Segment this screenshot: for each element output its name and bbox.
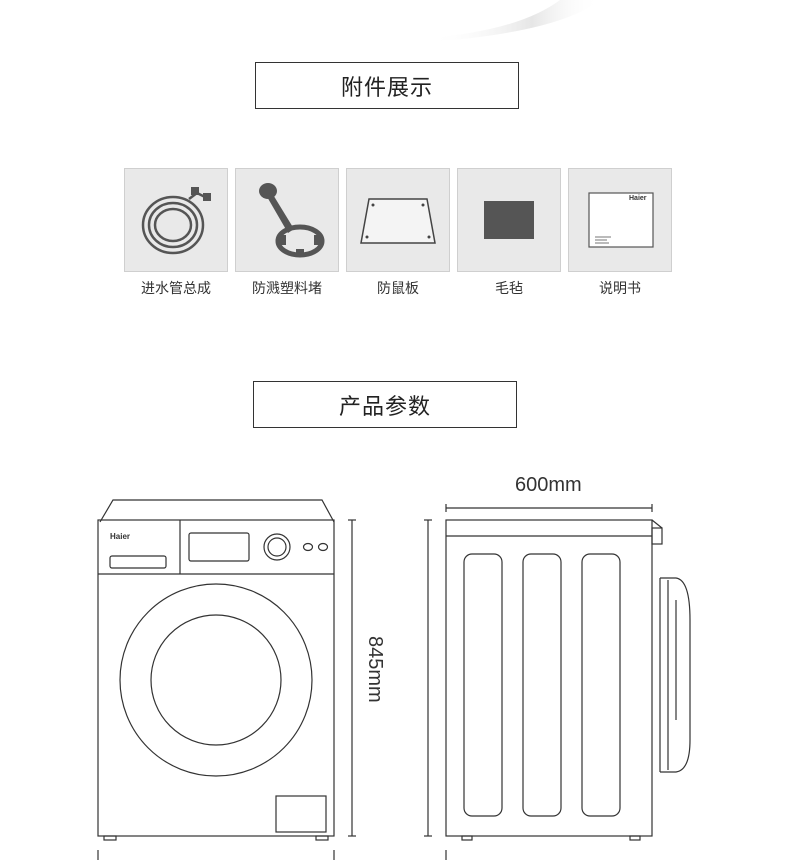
accessory-tile xyxy=(346,168,450,272)
manual-icon xyxy=(588,192,654,248)
params-section-title-text: 产品参数 xyxy=(338,394,431,420)
accessory-item-hose: 进水管总成 xyxy=(124,168,228,298)
accessory-tile: Haier xyxy=(568,168,672,272)
manual-brand-text: Haier xyxy=(629,195,647,202)
accessory-item-felt: 毛毡 xyxy=(457,168,561,298)
felt-pad-icon xyxy=(484,201,534,239)
accessory-tile xyxy=(124,168,228,272)
depth-dimension-label: 600mm xyxy=(515,474,582,496)
depth-dimension-line xyxy=(445,504,653,512)
accessory-label: 防鼠板 xyxy=(377,281,419,297)
accessory-label: 说明书 xyxy=(599,281,641,297)
accessory-item-plastic-plug: 防溅塑料堵 xyxy=(235,168,339,298)
accessory-item-anti-rodent-board: 防鼠板 xyxy=(346,168,450,298)
accessories-section-title: 附件展示 xyxy=(255,62,519,109)
washer-brand-logo: Haier xyxy=(110,532,131,541)
height-dimension-line xyxy=(348,519,356,837)
washer-side-view xyxy=(424,519,691,860)
hose-icon xyxy=(141,187,211,255)
height-dimension-label: 845mm xyxy=(364,636,386,703)
plastic-plug-icon xyxy=(259,183,325,258)
washer-front-view xyxy=(97,499,335,860)
accessory-label: 毛毡 xyxy=(495,281,523,297)
accessory-tile xyxy=(457,168,561,272)
params-section-title: 产品参数 xyxy=(253,381,517,428)
accessory-item-manual: Haier 说明书 xyxy=(568,168,672,298)
accessory-label: 进水管总成 xyxy=(141,281,211,297)
anti-rodent-board-icon xyxy=(360,198,436,244)
accessory-tile xyxy=(235,168,339,272)
accessories-section-title-text: 附件展示 xyxy=(340,75,433,101)
accessory-label: 防溅塑料堵 xyxy=(252,281,322,297)
